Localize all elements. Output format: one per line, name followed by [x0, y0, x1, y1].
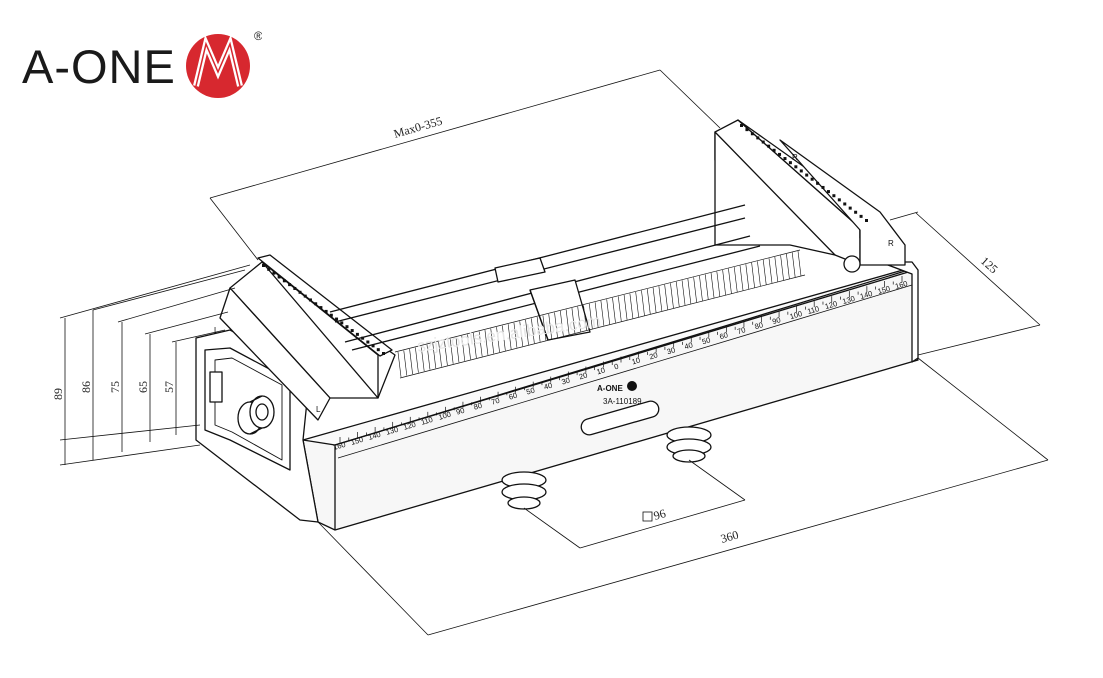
scale-label: 150 [350, 435, 365, 447]
dim-max-opening: Max0-355 [392, 114, 444, 141]
nameplate-brand: A-ONE [597, 384, 623, 393]
dim-height-65: 65 [136, 381, 150, 393]
screw-knob [237, 395, 275, 435]
scale-label: 80 [473, 401, 484, 412]
screw-thread-hatching [397, 250, 802, 378]
scale-label: 160 [894, 279, 909, 291]
brand-m-logo-icon: ® [185, 29, 262, 98]
right-jaw-mark: R [792, 153, 798, 162]
lead-screw [394, 249, 806, 379]
foot-left [501, 471, 547, 510]
nameplate-model: 3A-110189 [603, 397, 642, 406]
right-jaw-mark-2: R [888, 239, 894, 248]
registered-mark: ® [254, 29, 262, 43]
scale-label: 110 [806, 304, 820, 316]
scale-label: 50 [701, 335, 712, 346]
scale-label: 110 [420, 415, 434, 427]
scale-label: 130 [841, 294, 856, 306]
nameplate-logo-icon [627, 381, 637, 391]
scale-label: 140 [367, 430, 382, 442]
dim-height-75: 75 [108, 381, 122, 393]
dim-height-89: 89 [51, 388, 65, 400]
scale-label: 60 [508, 391, 519, 402]
dim-length: 360 [719, 527, 740, 545]
scale-label: 90 [771, 315, 782, 326]
left-jaw-mark: L [214, 326, 219, 335]
scale-label: 90 [455, 406, 466, 417]
left-jaw [219, 254, 396, 421]
brand-logo: A-ONE ® [22, 28, 262, 104]
scale-label: 150 [877, 284, 892, 296]
jaw-serration-dots [262, 124, 868, 355]
scale-label: 100 [789, 309, 804, 321]
scale-label: 30 [666, 345, 677, 356]
brand-name: A-ONE [22, 39, 176, 93]
scale-label: 100 [437, 410, 452, 422]
scale-label: 50 [525, 386, 536, 397]
left-jaw-mark-2: L [316, 405, 321, 414]
scale-label: 160 [332, 440, 347, 452]
scale-label: 10 [596, 366, 607, 377]
dim-depth: 125 [978, 254, 1001, 276]
dim-height-86: 86 [79, 381, 93, 393]
scale-label: 20 [578, 371, 589, 382]
scale-label: 60 [718, 330, 729, 341]
foot-right [666, 426, 712, 463]
dim-height-57: 57 [162, 381, 176, 393]
front-slot [580, 400, 660, 436]
scale-label: 80 [754, 320, 765, 331]
scale-label: 70 [490, 396, 501, 407]
dim-pitch: 96 [652, 506, 667, 523]
scale-label: 30 [560, 376, 571, 387]
scale-label: 140 [859, 289, 874, 301]
watermark: szjztools.en.alibaba.com [416, 311, 602, 356]
right-jaw [714, 119, 906, 273]
scale-label: 10 [631, 355, 642, 366]
scale-label: 120 [824, 299, 839, 311]
scale-label: 40 [543, 381, 554, 392]
dimension-lines [59, 69, 1049, 636]
scale-label: 40 [683, 340, 694, 351]
scale-label: 0 [613, 362, 619, 372]
front-scale-ticks [339, 276, 903, 443]
scale-label: 20 [648, 350, 659, 361]
scale-label: 120 [402, 420, 417, 432]
scale-label: 70 [736, 325, 747, 336]
scale-label: 130 [385, 425, 400, 437]
